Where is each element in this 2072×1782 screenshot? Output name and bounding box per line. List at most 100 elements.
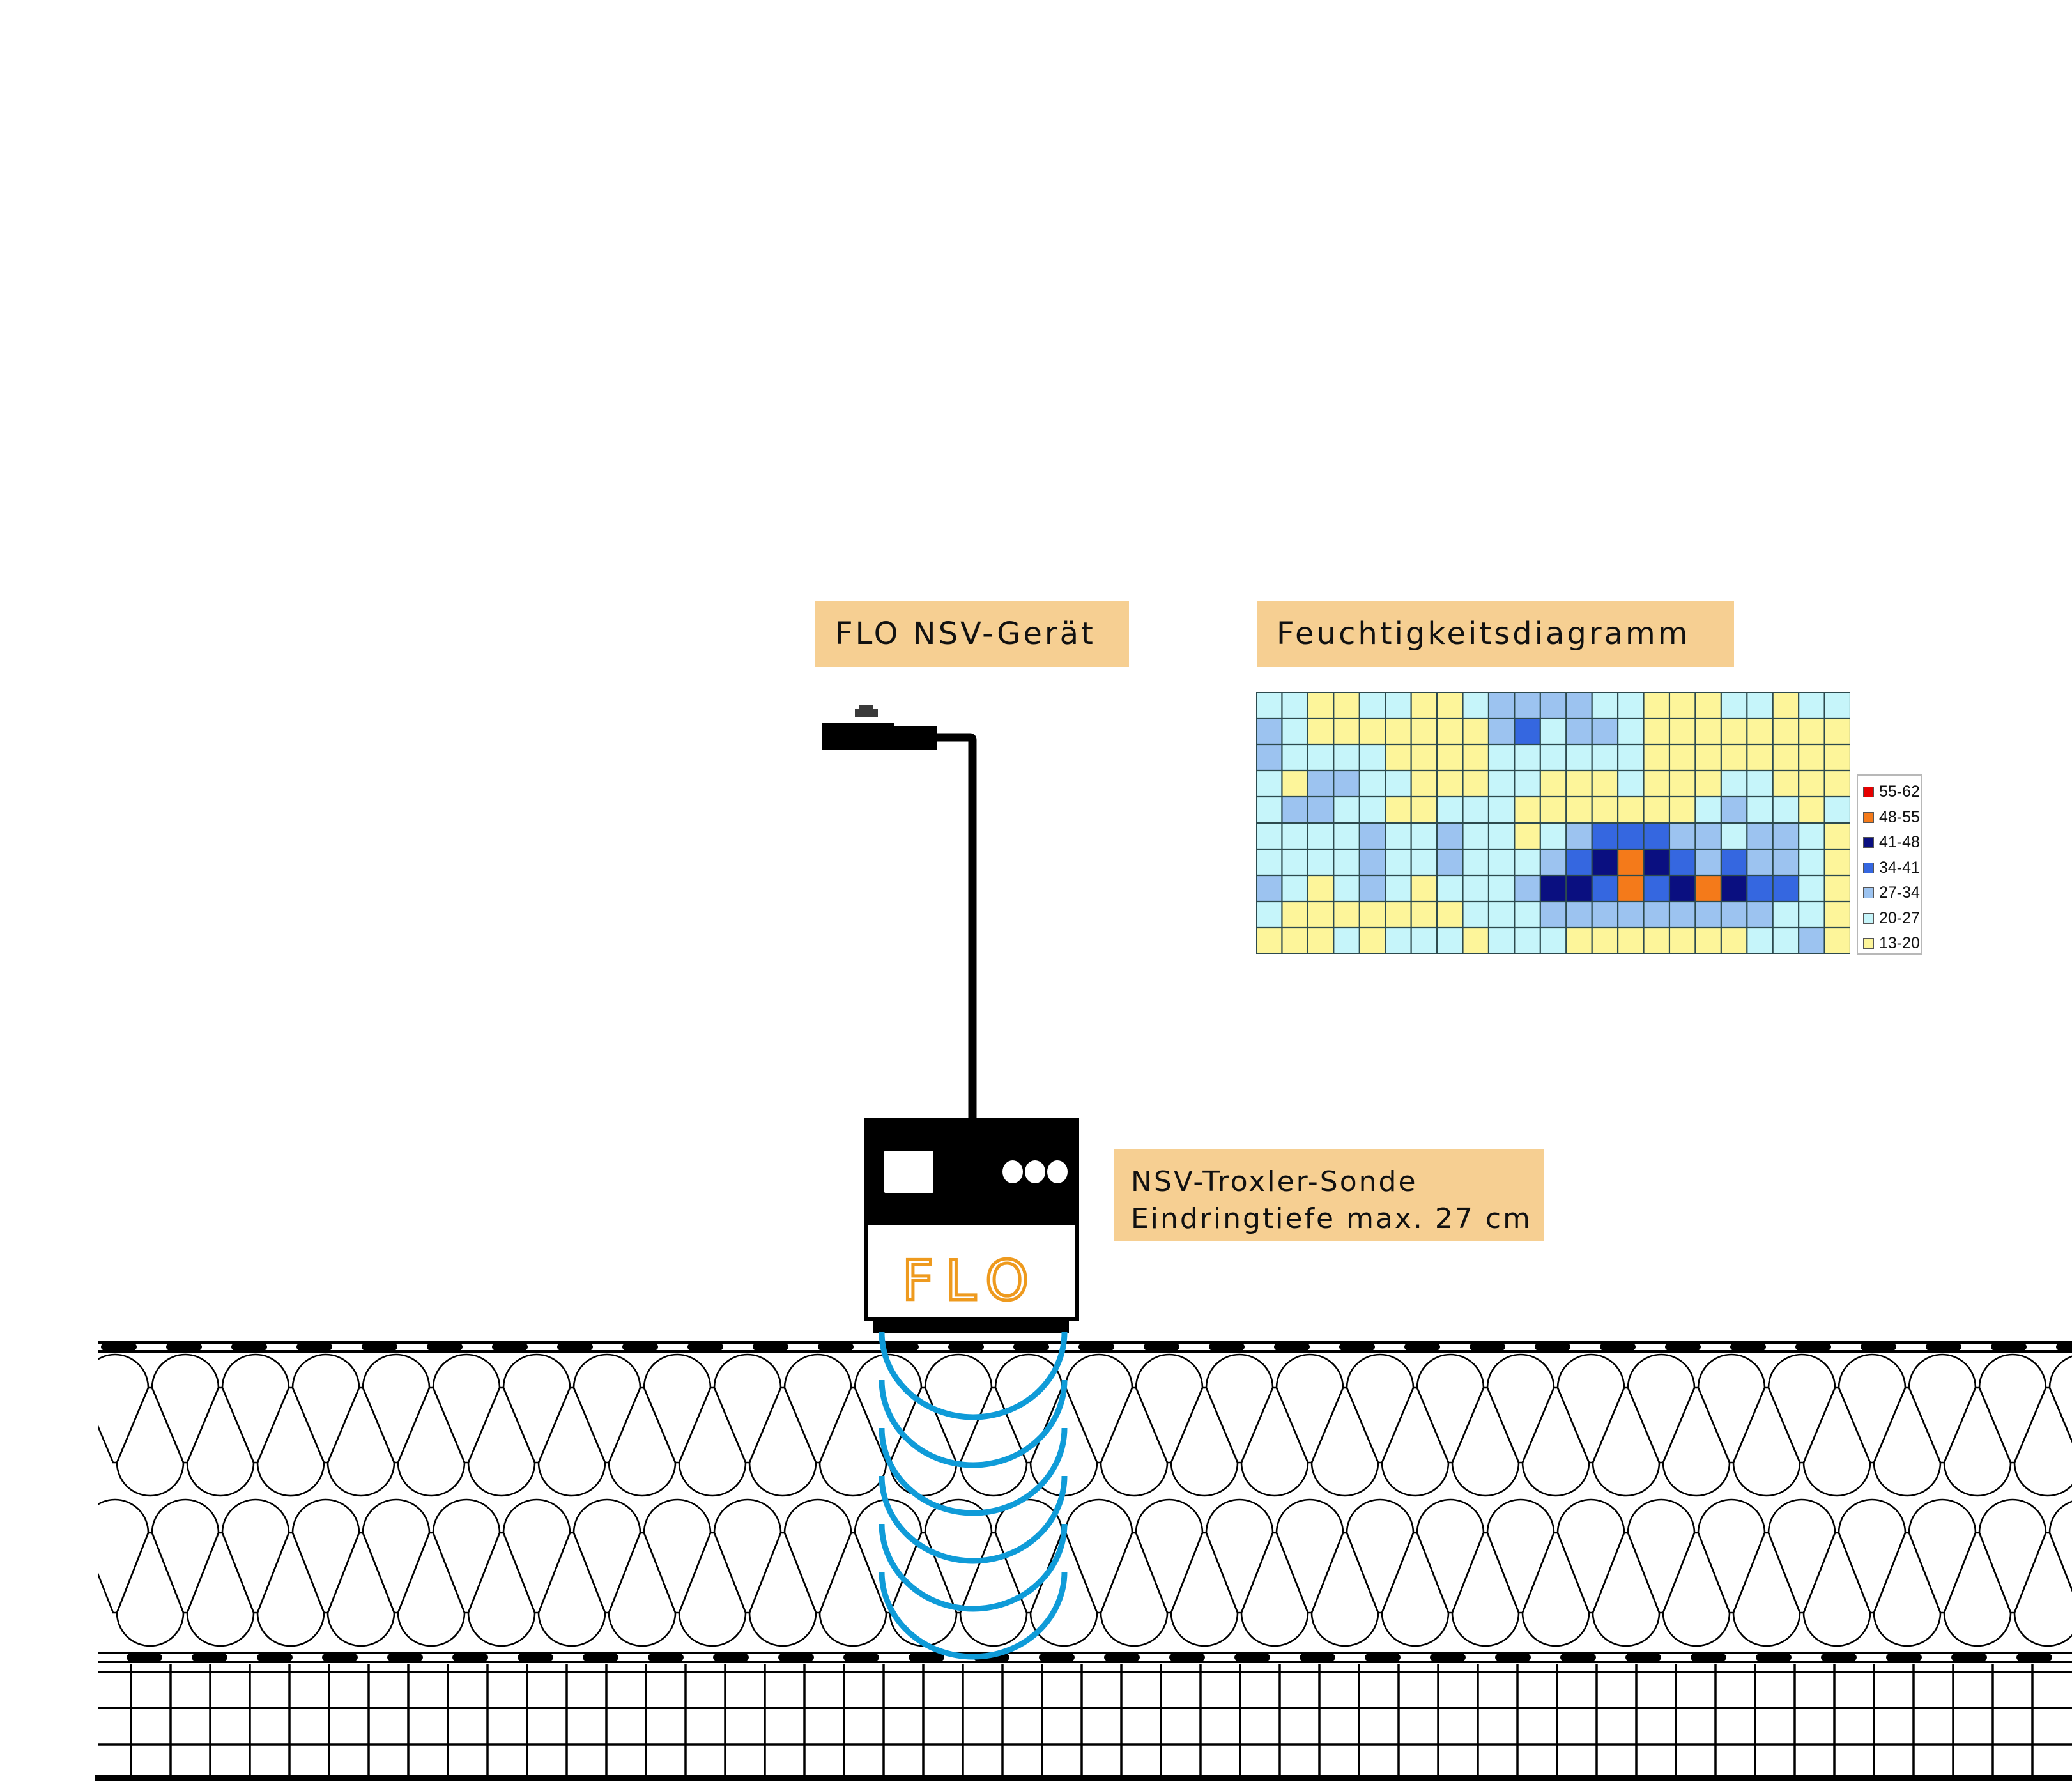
heatmap-cell xyxy=(1772,797,1799,824)
heatmap-cell xyxy=(1282,902,1308,928)
heatmap-cell xyxy=(1333,902,1360,928)
heatmap-cell xyxy=(1437,797,1463,824)
probe-label-name: NSV-Troxler-Sonde xyxy=(1131,1165,1418,1198)
heatmap-cell xyxy=(1462,928,1489,954)
heatmap-cell xyxy=(1333,771,1360,797)
heatmap-cell xyxy=(1437,718,1463,745)
heatmap-cell xyxy=(1282,928,1308,954)
heatmap-cell xyxy=(1772,744,1799,771)
heatmap-cell xyxy=(1256,902,1282,928)
heatmap-cell xyxy=(1772,692,1799,719)
heatmap-cell xyxy=(1333,875,1360,902)
signal-wave xyxy=(879,1427,1068,1516)
bottom-membrane xyxy=(98,1652,2072,1663)
heatmap-cell xyxy=(1462,823,1489,850)
heatmap-cell xyxy=(1462,718,1489,745)
moisture-diagram-label: Feuchtigkeitsdiagramm xyxy=(1257,601,1734,667)
heatmap-cell xyxy=(1643,902,1670,928)
heatmap-cell xyxy=(1488,797,1515,824)
legend-label: 34-41 xyxy=(1879,858,1920,877)
heatmap-cell xyxy=(1514,823,1541,850)
heatmap-cell xyxy=(1695,771,1722,797)
heatmap-cell xyxy=(1824,718,1850,745)
signal-waves xyxy=(879,1332,1068,1660)
heatmap-cell xyxy=(1566,849,1593,876)
heatmap-cell xyxy=(1437,902,1463,928)
heatmap-cell xyxy=(1411,718,1438,745)
heatmap-cell xyxy=(1592,902,1618,928)
heatmap-cell xyxy=(1592,928,1618,954)
nsv-probe-device: FLO xyxy=(864,1118,1079,1333)
heatmap-cell xyxy=(1385,928,1412,954)
heatmap-cell xyxy=(1772,928,1799,954)
legend-item: 13-20 xyxy=(1863,931,1921,956)
heatmap-cell xyxy=(1333,744,1360,771)
heatmap-cell xyxy=(1256,928,1282,954)
top-membrane xyxy=(98,1341,2072,1353)
legend-swatch xyxy=(1863,862,1874,873)
legend-label: 27-34 xyxy=(1879,884,1920,902)
heatmap-cell xyxy=(1359,849,1386,876)
heatmap-cell xyxy=(1669,692,1696,719)
heatmap-cell xyxy=(1824,875,1850,902)
heatmap-cell xyxy=(1695,797,1722,824)
heatmap-cell xyxy=(1437,771,1463,797)
heatmap-cell xyxy=(1799,771,1825,797)
heatmap-cell xyxy=(1385,875,1412,902)
heatmap-cell xyxy=(1307,875,1334,902)
heatmap-cell xyxy=(1282,718,1308,745)
heatmap-cell xyxy=(1514,902,1541,928)
heatmap-cell xyxy=(1411,823,1438,850)
legend-label: 20-27 xyxy=(1879,909,1920,927)
heatmap-cell xyxy=(1772,875,1799,902)
heatmap-cell xyxy=(1566,902,1593,928)
heatmap-cell xyxy=(1256,744,1282,771)
heatmap-cell xyxy=(1462,849,1489,876)
heatmap-cell xyxy=(1772,771,1799,797)
heatmap-cell xyxy=(1256,771,1282,797)
heatmap-cell xyxy=(1643,823,1670,850)
connector-plug-icon xyxy=(822,705,937,750)
heatmap-cell xyxy=(1282,823,1308,850)
legend-item: 48-55 xyxy=(1863,805,1921,831)
heatmap-cell xyxy=(1333,849,1360,876)
device-display xyxy=(884,1151,933,1193)
heatmap-cell xyxy=(1385,797,1412,824)
heatmap-cell xyxy=(1592,849,1618,876)
heatmap-cell xyxy=(1592,797,1618,824)
heatmap-cell xyxy=(1359,875,1386,902)
heatmap-cell xyxy=(1669,771,1696,797)
signal-wave xyxy=(879,1475,1068,1564)
legend-swatch xyxy=(1863,811,1874,823)
heatmap-cell xyxy=(1669,718,1696,745)
heatmap-cell xyxy=(1824,797,1850,824)
heatmap-cell xyxy=(1747,771,1774,797)
heatmap-cell xyxy=(1669,823,1696,850)
heatmap-cell xyxy=(1669,875,1696,902)
heatmap-cell xyxy=(1747,928,1774,954)
base-line xyxy=(95,1775,2072,1781)
heatmap-cell xyxy=(1566,692,1593,719)
heatmap-cell xyxy=(1385,744,1412,771)
heatmap-cell xyxy=(1643,692,1670,719)
heatmap-cell xyxy=(1411,928,1438,954)
heatmap-cell xyxy=(1385,771,1412,797)
heatmap-cell xyxy=(1437,928,1463,954)
heatmap-cell xyxy=(1747,692,1774,719)
heatmap-cell xyxy=(1462,744,1489,771)
heatmap-cell xyxy=(1772,718,1799,745)
heatmap-cell xyxy=(1824,771,1850,797)
heatmap-cell xyxy=(1772,823,1799,850)
device-front-panel xyxy=(868,1225,1075,1317)
heatmap-cell xyxy=(1618,797,1645,824)
heatmap-cell xyxy=(1721,875,1747,902)
heatmap-cell xyxy=(1721,744,1747,771)
probe-label-depth: Eindringtiefe max. 27 cm xyxy=(1131,1202,1532,1235)
legend-swatch xyxy=(1863,787,1874,798)
heatmap-cell xyxy=(1437,849,1463,876)
heatmap-cell xyxy=(1643,797,1670,824)
heatmap-cell xyxy=(1721,692,1747,719)
heatmap-cell xyxy=(1566,744,1593,771)
heatmap-cell xyxy=(1592,875,1618,902)
